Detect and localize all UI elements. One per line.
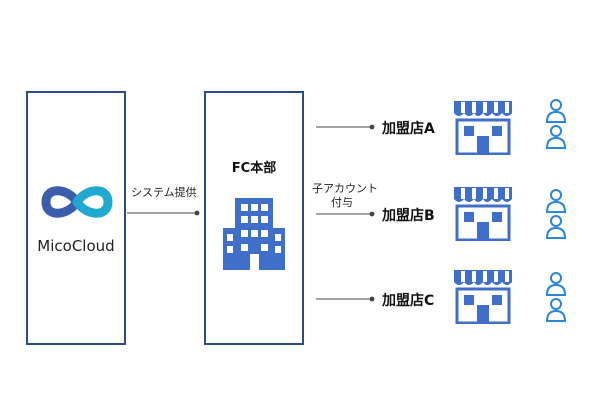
fc-headquarters-box: FC本部 bbox=[204, 91, 304, 345]
users-icon bbox=[545, 99, 567, 149]
micocloud-name: MicoCloud bbox=[37, 237, 115, 255]
store-icon bbox=[454, 270, 512, 324]
fc-headquarters-title: FC本部 bbox=[231, 161, 277, 176]
office-building-icon bbox=[223, 198, 285, 270]
store-icon bbox=[454, 101, 512, 155]
users-icon bbox=[545, 272, 567, 322]
micocloud-logo-icon bbox=[41, 186, 113, 218]
store-c-label: 加盟店C bbox=[382, 293, 435, 309]
sub-account-label-line1: 子アカウント bbox=[312, 182, 378, 195]
store-icon bbox=[454, 187, 512, 241]
store-b-label: 加盟店B bbox=[382, 208, 435, 224]
system-provision-label: システム提供 bbox=[131, 186, 197, 199]
store-a-label: 加盟店A bbox=[382, 121, 435, 137]
users-icon bbox=[545, 189, 567, 239]
micocloud-box: MicoCloud bbox=[26, 91, 126, 345]
sub-account-label-line2: 付与 bbox=[331, 196, 353, 209]
